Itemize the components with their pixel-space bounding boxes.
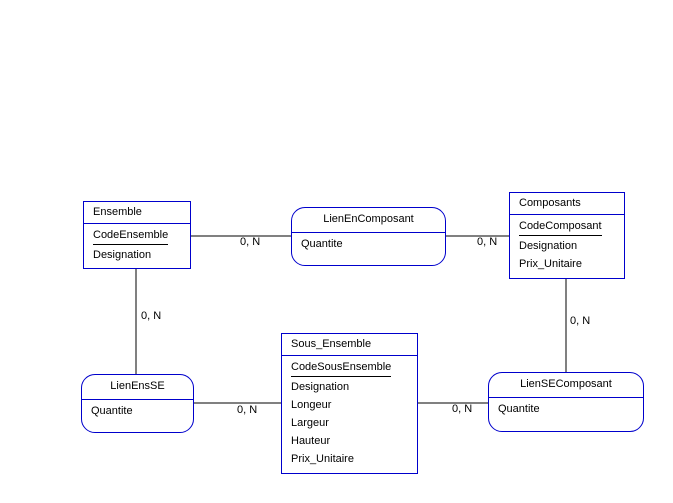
entity-composants[interactable]: Composants CodeComposant Designation Pri… [509,192,625,279]
entity-sous-ensemble-attr: Prix_Unitaire [291,453,354,465]
entity-composants-title: Composants [510,193,624,215]
association-lienensse-title: LienEnsSE [82,375,193,400]
cardinality-label: 0, N [141,310,162,322]
association-lienensse[interactable]: LienEnsSE Quantite [81,374,194,433]
entity-composants-key: CodeComposant [519,219,602,236]
association-lienseccomposant[interactable]: LienSEComposant Quantite [488,372,644,432]
association-lienencomposant[interactable]: LienEnComposant Quantite [291,207,446,266]
cardinality-label: 0, N [237,404,258,416]
entity-ensemble-key: CodeEnsemble [93,228,169,245]
entity-sous-ensemble-attr: Largeur [291,417,329,429]
association-lienensse-attr: Quantite [91,405,133,417]
association-lienseccomposant-title: LienSEComposant [489,373,643,398]
cardinality-label: 0, N [452,403,473,415]
entity-sous-ensemble[interactable]: Sous_Ensemble CodeSousEnsemble Designati… [281,333,418,474]
cardinality-label: 0, N [477,236,498,248]
entity-sous-ensemble-key: CodeSousEnsemble [291,360,392,377]
association-lienseccomposant-attr: Quantite [498,403,540,415]
entity-ensemble-attr: Designation [93,249,152,261]
association-lienencomposant-title: LienEnComposant [292,208,445,233]
entity-sous-ensemble-attr: Longeur [291,399,332,411]
cardinality-label: 0, N [570,315,591,327]
entity-sous-ensemble-title: Sous_Ensemble [282,334,417,356]
entity-ensemble[interactable]: Ensemble CodeEnsemble Designation [83,201,191,269]
cardinality-label: 0, N [240,236,261,248]
entity-ensemble-title: Ensemble [84,202,190,224]
entity-composants-attr: Designation [519,240,578,252]
entity-sous-ensemble-attr: Hauteur [291,435,331,447]
entity-composants-attr: Prix_Unitaire [519,258,582,270]
association-lienencomposant-attr: Quantite [301,238,343,250]
entity-sous-ensemble-attr: Designation [291,381,350,393]
